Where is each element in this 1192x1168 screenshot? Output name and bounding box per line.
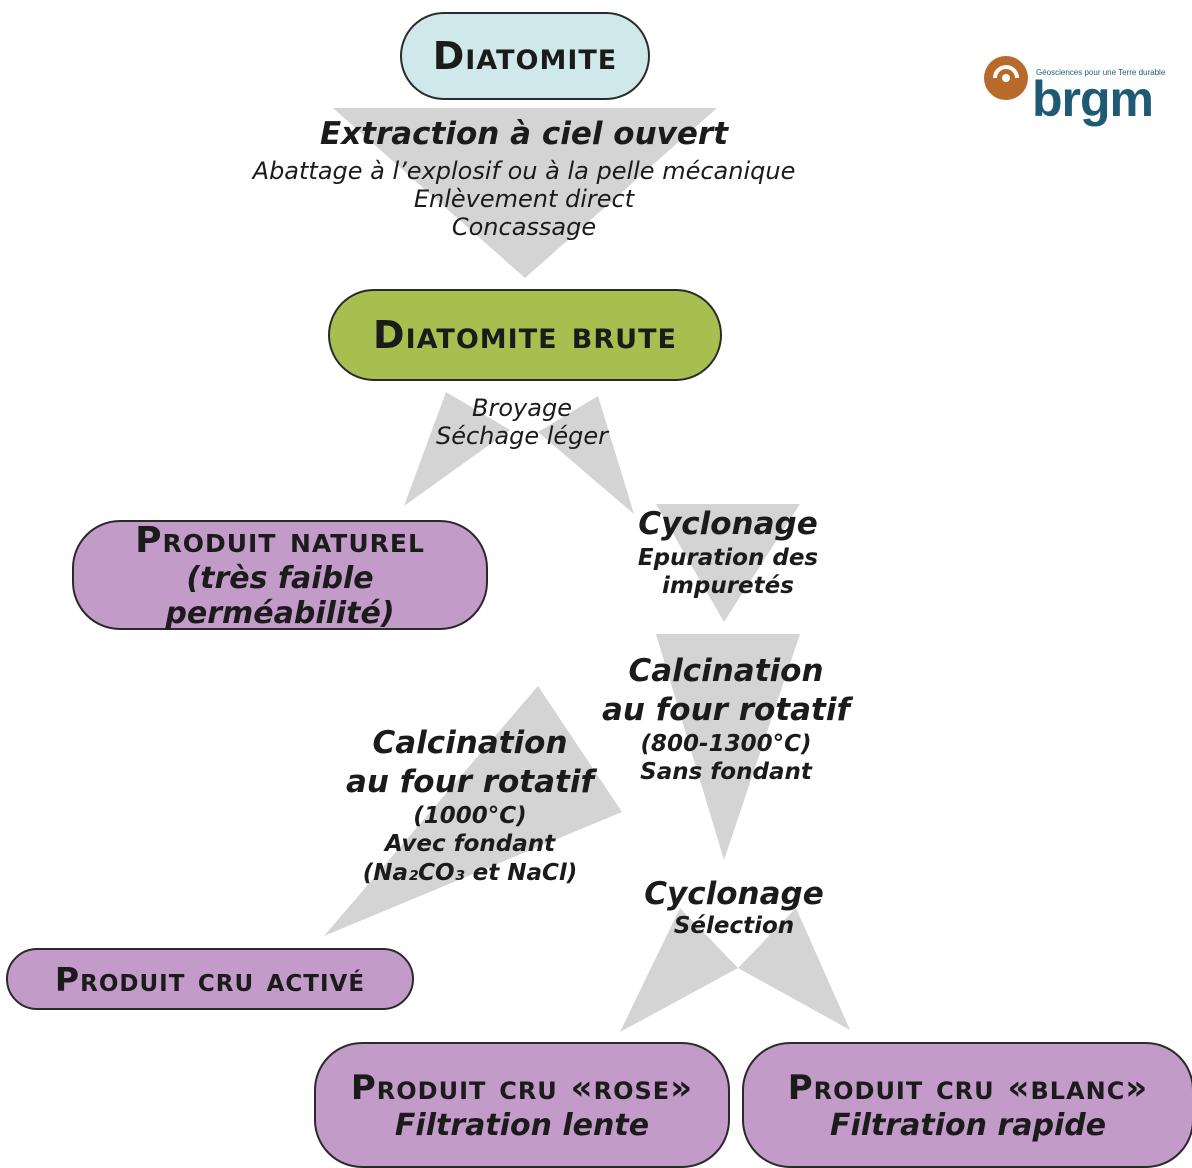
- arrow-to-produit-naturel: [404, 392, 510, 506]
- cyclonage-2-title: Cyclonage: [644, 876, 824, 912]
- produit-naturel-subtitle: (très faible perméabilité): [165, 560, 395, 631]
- extraction-line-2: Enlèvement direct: [413, 184, 635, 213]
- extraction-line-1: Abattage à l’explosif ou à la pelle méca…: [252, 156, 796, 185]
- extraction-title: Extraction à ciel ouvert: [319, 116, 729, 152]
- broyage-line-1: Broyage: [472, 394, 572, 422]
- node-produit-cru-active: Produit cru activé: [6, 948, 414, 1010]
- calcination-avec-title-2: au four rotatif: [346, 763, 594, 800]
- calcination-sans-line-2: Sans fondant: [640, 759, 812, 786]
- brgm-logo: Géosciences pour une Terre durable brgm: [982, 56, 1190, 146]
- calcination-avec-line-3: (Na₂CO₃ et NaCl): [362, 860, 578, 886]
- calcination-avec-title-1: Calcination: [372, 725, 568, 761]
- broyage-line-2: Séchage léger: [435, 422, 609, 451]
- produit-naturel-title: Produit naturel: [135, 519, 425, 561]
- step-extraction: Extraction à ciel ouvert Abattage à l’ex…: [224, 116, 824, 242]
- brgm-logo-mark: [984, 56, 1028, 100]
- node-produit-naturel: Produit naturel (très faible perméabilit…: [72, 519, 488, 631]
- cyclonage-1-line-2: impuretés: [662, 572, 794, 599]
- calcination-sans-title-2: au four rotatif: [602, 691, 850, 728]
- node-produit-cru-rose: Produit cru «rose» Filtration lente: [314, 1042, 730, 1168]
- cyclonage-2-line-1: Sélection: [673, 913, 795, 940]
- produit-cru-blanc-title: Produit cru «blanc»: [787, 1067, 1149, 1108]
- node-produit-cru-blanc: Produit cru «blanc» Filtration rapide: [742, 1042, 1192, 1168]
- arrow-to-produit-rose: [620, 908, 738, 1032]
- arrow-cyclonage-1: [656, 504, 800, 622]
- arrow-to-cyclonage: [538, 396, 634, 514]
- calcination-avec-line-1: (1000°C): [413, 802, 527, 829]
- produit-cru-rose-subtitle: Filtration lente: [394, 1107, 650, 1143]
- arrow-calcination-avec-fondant: [324, 686, 622, 936]
- step-cyclonage-2: Cyclonage Sélection: [622, 876, 846, 941]
- cyclonage-1-title: Cyclonage: [638, 506, 818, 542]
- calcination-sans-line-1: (800-1300°C): [640, 730, 812, 757]
- arrow-to-produit-blanc: [738, 908, 850, 1030]
- produit-cru-blanc-subtitle: Filtration rapide: [829, 1107, 1107, 1143]
- brgm-wordmark: brgm: [1032, 71, 1154, 127]
- step-cyclonage-1: Cyclonage Epuration des impuretés: [618, 506, 838, 600]
- extraction-line-3: Concassage: [451, 213, 597, 242]
- cyclonage-1-line-1: Epuration des: [637, 544, 819, 571]
- step-calcination-avec-fondant: Calcination au four rotatif (1000°C) Ave…: [336, 724, 604, 888]
- calcination-avec-line-2: Avec fondant: [384, 831, 556, 858]
- step-calcination-sans-fondant: Calcination au four rotatif (800-1300°C)…: [596, 652, 856, 787]
- node-diatomite-brute: Diatomite brute: [328, 289, 722, 381]
- produit-cru-rose-title: Produit cru «rose»: [350, 1067, 694, 1108]
- arrow-extraction: [333, 108, 717, 278]
- node-diatomite: Diatomite: [400, 12, 650, 100]
- calcination-sans-title-1: Calcination: [628, 653, 824, 689]
- brgm-tagline: Géosciences pour une Terre durable: [1036, 68, 1166, 77]
- arrow-calcination-sans-fondant: [656, 634, 800, 860]
- step-broyage: Broyage Séchage léger: [412, 394, 632, 451]
